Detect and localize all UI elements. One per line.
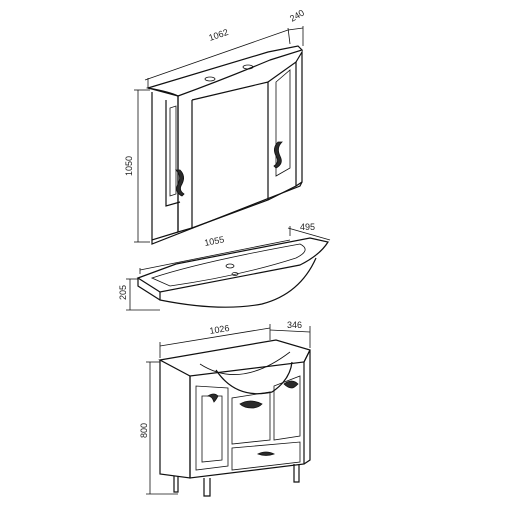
mirror-height-label: 1050 [124, 156, 134, 176]
washbasin-width-label: 1055 [203, 234, 225, 248]
vanity-depth-label: 346 [287, 320, 302, 330]
vanity [158, 339, 311, 497]
washbasin-height-label: 205 [118, 285, 128, 300]
middle-door-handle [239, 400, 263, 409]
right-door-handle [273, 141, 283, 169]
drawer-handle [256, 451, 276, 456]
left-door-handle [175, 169, 185, 197]
mirror-panel [191, 81, 269, 229]
leg [203, 478, 211, 497]
leg [293, 464, 300, 483]
vanity-front [189, 362, 305, 479]
vanity-right-door [273, 375, 301, 441]
vanity-middle-door [231, 391, 271, 445]
mirror-width-label: 1062 [207, 27, 229, 43]
drain-hole [231, 272, 239, 276]
mirror-depth-label: 240 [288, 8, 306, 24]
left-door-handle-vanity [206, 393, 219, 403]
washbasin-depth-label: 495 [300, 222, 315, 232]
vanity-left-door [195, 385, 229, 471]
vanity-dimensions: 1026 346 800 [139, 320, 311, 495]
mirror-cabinet-crown [145, 45, 304, 97]
vanity-width-label: 1026 [209, 323, 230, 336]
mirror-cabinet [145, 45, 304, 245]
washbasin-top [136, 237, 329, 293]
right-door [267, 60, 297, 201]
right-door-handle-vanity [283, 380, 299, 389]
washbasin-bowl [159, 257, 317, 308]
leg [173, 476, 179, 493]
vanity-left-side [159, 360, 191, 479]
left-side-panel [151, 92, 179, 241]
vanity-height-label: 800 [139, 423, 149, 438]
vanity-drawer [231, 441, 301, 471]
mirror-dimensions: 1062 240 1050 [124, 8, 306, 243]
washbasin-dimensions: 1055 495 205 [118, 222, 331, 311]
washbasin [136, 237, 329, 308]
faucet-hole [225, 263, 235, 269]
